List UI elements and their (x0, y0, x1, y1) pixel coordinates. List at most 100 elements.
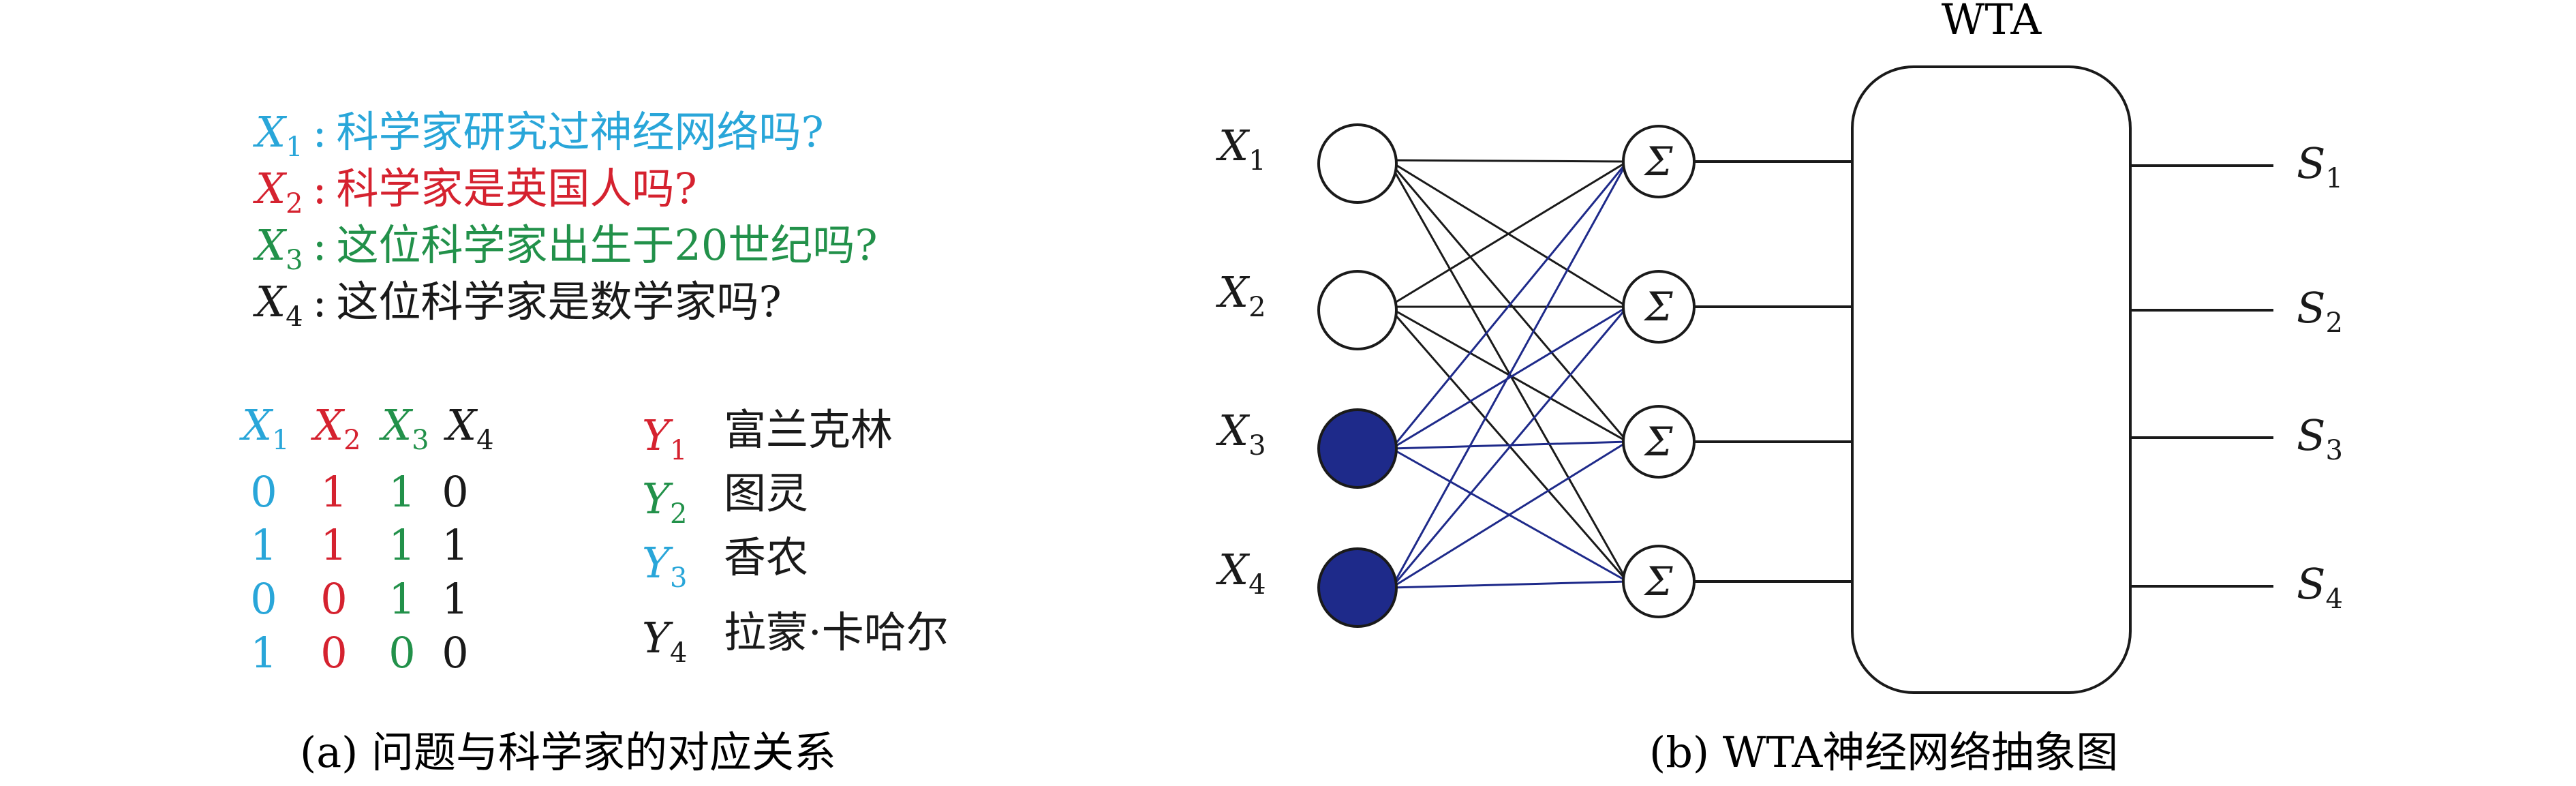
output-label-s3-var: S (2297, 410, 2325, 460)
table-header-x1: X1 (239, 400, 290, 456)
question-2-text: 科学家是英国人吗? (336, 164, 696, 213)
table-cell: 1 (320, 520, 347, 570)
question-1: X1:科学家研究过神经网络吗? (253, 107, 824, 163)
input-nodes (1317, 123, 1398, 628)
question-3: X3:这位科学家出生于20世纪吗? (253, 220, 878, 276)
scientist-2-symbol: Y2 (642, 474, 687, 530)
scientist-1-symbol-sub: 1 (670, 435, 687, 466)
input-label-x1-sub: 1 (1248, 145, 1266, 177)
input-label-x4-sub: 4 (1248, 569, 1266, 601)
question-4: X4:这位科学家是数学家吗? (253, 277, 782, 333)
connection-line (1387, 306, 1629, 582)
connection-line (1391, 305, 1628, 450)
connection-line (1390, 161, 1629, 449)
input-node-x2 (1317, 270, 1398, 350)
connection-line (1387, 305, 1628, 443)
output-label-s1: S1 (2297, 138, 2343, 194)
input-label-x1: X1 (1216, 121, 1266, 177)
question-2-sub: 2 (286, 188, 303, 220)
table-header-x2-sub: 2 (343, 425, 361, 456)
scientist-2-name: 图灵 (724, 468, 808, 518)
table-header-x3-sub: 3 (412, 425, 429, 456)
question-1-text: 科学家研究过神经网络吗? (336, 107, 823, 157)
input-node-x3 (1317, 408, 1398, 489)
scientist-4-name: 拉蒙·卡哈尔 (724, 607, 949, 657)
table-cell: 1 (250, 520, 277, 570)
input-label-x1-var: X (1216, 121, 1251, 170)
sum-symbol-4: Σ (1643, 558, 1673, 605)
table-cell: 0 (442, 628, 468, 678)
table-header-x3: X3 (379, 400, 429, 456)
question-1-sub: 1 (286, 132, 303, 163)
table-header-x4-var: X (444, 400, 478, 450)
output-label-s2-sub: 2 (2325, 307, 2342, 339)
question-4-text: 这位科学家是数学家吗? (336, 277, 781, 327)
table-cell: 0 (250, 467, 277, 517)
table-cell: 0 (388, 628, 415, 678)
caption-a: (a) 问题与科学家的对应关系 (300, 727, 836, 777)
connection-line (1387, 159, 1628, 163)
scientist-1-symbol: Y1 (642, 410, 687, 466)
connection-line (1390, 161, 1629, 588)
input-node-x4 (1317, 547, 1398, 628)
connection-line (1387, 160, 1629, 442)
output-label-s3: S3 (2297, 410, 2343, 466)
question-4-sub: 4 (286, 301, 303, 333)
output-label-s4: S4 (2297, 559, 2343, 615)
question-3-var: X (253, 220, 288, 270)
table-cell: 0 (320, 574, 347, 624)
table-header-x3-var: X (379, 400, 414, 450)
connection-line (1391, 440, 1628, 450)
input-label-x2-sub: 2 (1248, 292, 1266, 323)
connection-line (1390, 306, 1629, 588)
table-cell: 1 (388, 574, 415, 624)
scientist-3-name: 香农 (724, 532, 808, 582)
scientist-1-symbol-var: Y (642, 410, 673, 460)
output-label-s4-var: S (2297, 559, 2325, 609)
connection-line (1391, 580, 1628, 589)
table-cell: 1 (388, 520, 415, 570)
table-header-x2-var: X (311, 400, 346, 450)
input-label-x3-var: X (1216, 406, 1251, 455)
sum-symbol-3: Σ (1643, 419, 1673, 465)
table-header-x4: X4 (444, 400, 494, 456)
output-label-s2: S2 (2297, 283, 2343, 339)
output-label-s3-sub: 3 (2325, 435, 2342, 466)
scientist-4-symbol: Y4 (642, 613, 687, 669)
scientist-2-symbol-var: Y (642, 474, 673, 524)
input-label-x3: X3 (1216, 406, 1266, 462)
output-label-s1-sub: 1 (2325, 163, 2342, 194)
connection-line (1387, 160, 1628, 308)
question-2: X2:科学家是英国人吗? (253, 164, 697, 220)
input-label-x4-var: X (1216, 545, 1251, 594)
input-node-x1 (1317, 123, 1398, 204)
table-cell: 0 (320, 628, 347, 678)
scientist-2-symbol-sub: 2 (670, 498, 687, 530)
scientist-3-symbol-var: Y (642, 538, 673, 588)
input-label-x2-var: X (1216, 267, 1251, 317)
panel-a: X1:科学家研究过神经网络吗? X2:科学家是英国人吗? X3:这位科学家出生于… (239, 107, 949, 777)
table-cell: 1 (442, 520, 468, 570)
question-2-var: X (253, 164, 288, 213)
scientist-4-symbol-var: Y (642, 613, 673, 663)
sum-symbol-2: Σ (1643, 284, 1673, 330)
caption-b: (b) WTA神经网络抽象图 (1649, 727, 2118, 777)
connection-line (1391, 440, 1628, 589)
question-4-var: X (253, 277, 288, 327)
table-cell: 1 (250, 628, 277, 678)
connection-line (1387, 160, 1629, 582)
scientist-1-name: 富兰克林 (724, 405, 893, 455)
question-4-colon: : (313, 277, 327, 327)
input-label-x4: X4 (1216, 545, 1266, 601)
scientist-4-symbol-sub: 4 (670, 637, 687, 669)
output-label-s1-var: S (2297, 138, 2325, 188)
input-label-x2: X2 (1216, 267, 1266, 323)
